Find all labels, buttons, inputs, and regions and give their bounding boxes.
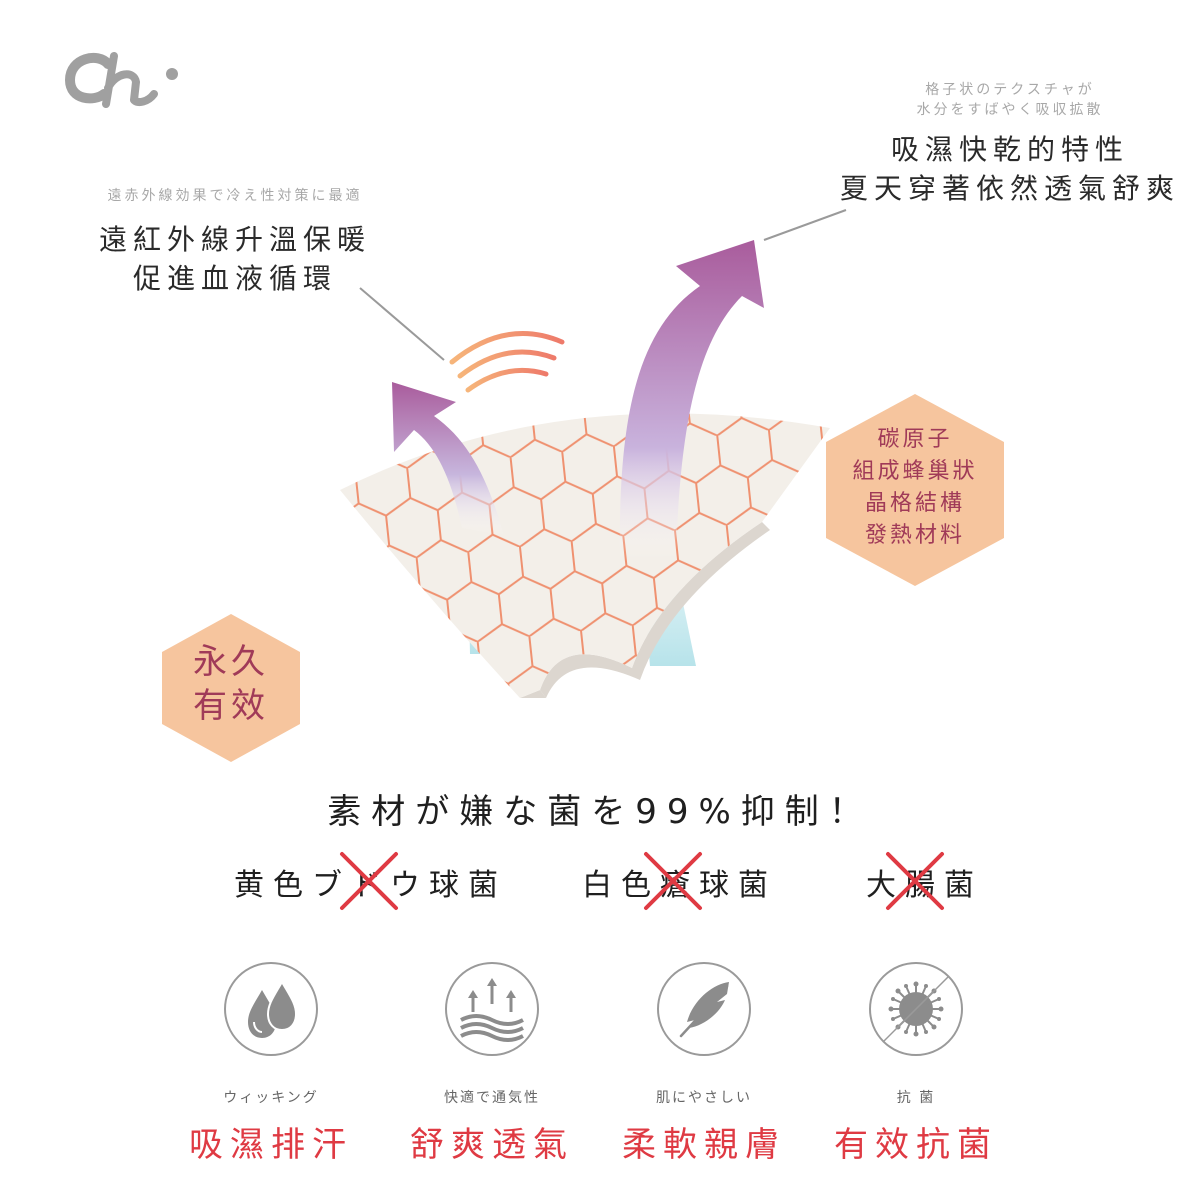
far-infrared-description: 遠紅外線升溫保暖 促進血液循環 <box>40 220 430 298</box>
chi-logo <box>64 52 178 108</box>
permanent-line-2: 有效 <box>193 686 269 727</box>
carbon-hexagon-badge <box>826 394 1004 586</box>
permanent-hexagon-badge <box>162 614 300 762</box>
permanent-line-1: 永久 <box>193 642 269 682</box>
quick-dry-description: 吸濕快乾的特性 夏天穿著依然透氣舒爽 <box>820 130 1200 208</box>
cross-mark-icon <box>886 852 944 910</box>
far-infrared-line-1: 遠紅外線升溫保暖 <box>98 223 371 256</box>
feature-wicking: ウィッキング 吸濕排汗 <box>171 960 371 1166</box>
feature-title: 舒爽透氣 <box>410 1125 574 1165</box>
bacteria-blocked-icon <box>869 962 963 1056</box>
carbon-line-2: 組成蜂巢狀 <box>852 458 978 484</box>
feature-caption: ウィッキング <box>223 1090 319 1106</box>
cross-mark-icon <box>340 852 398 910</box>
antibacterial-headline: 素材が嫌な菌を99%抑制！ <box>327 792 873 832</box>
carbon-line-1: 碳原子 <box>877 427 953 452</box>
feature-title: 有效抗菌 <box>834 1125 998 1165</box>
feature-breathable: 快適で通気性 舒爽透氣 <box>392 960 592 1166</box>
fabric-illustration <box>340 209 847 698</box>
quick-dry-line-1: 吸濕快乾的特性 <box>890 133 1129 166</box>
permanent-effect-text: 永久 有效 <box>158 640 304 728</box>
quick-dry-line-2: 夏天穿著依然透氣舒爽 <box>839 172 1180 206</box>
wicking-subtitle: 格子状のテクスチャが 水分をすばやく吸収拡散 <box>820 80 1200 121</box>
feature-caption: 快適で通気性 <box>444 1090 540 1106</box>
feather-icon <box>657 962 751 1056</box>
water-drops-icon <box>224 962 318 1056</box>
far-infrared-line-2: 促進血液循環 <box>132 262 337 296</box>
carbon-line-3: 晶格結構 <box>864 490 965 516</box>
carbon-line-4: 發熱材料 <box>864 522 965 548</box>
feature-title: 柔軟親膚 <box>622 1125 786 1165</box>
airflow-waves-icon <box>445 962 539 1056</box>
wicking-subtitle-line-2: 水分をすばやく吸収拡散 <box>916 102 1104 119</box>
wicking-subtitle-line-1: 格子状のテクスチャが <box>925 82 1095 98</box>
far-infrared-subtitle: 遠赤外線効果で冷え性対策に最適 <box>107 188 363 204</box>
feature-antibacterial: 抗 菌 有效抗菌 <box>816 960 1016 1166</box>
feature-title: 吸濕排汗 <box>189 1125 353 1165</box>
cross-mark-icon <box>644 852 702 910</box>
feature-caption: 肌にやさしい <box>656 1090 752 1106</box>
feature-caption: 抗 菌 <box>896 1090 936 1106</box>
carbon-structure-text: 碳原子 組成蜂巢狀 晶格結構 發熱材料 <box>822 424 1008 552</box>
feature-soft: 肌にやさしい 柔軟親膚 <box>604 960 804 1166</box>
